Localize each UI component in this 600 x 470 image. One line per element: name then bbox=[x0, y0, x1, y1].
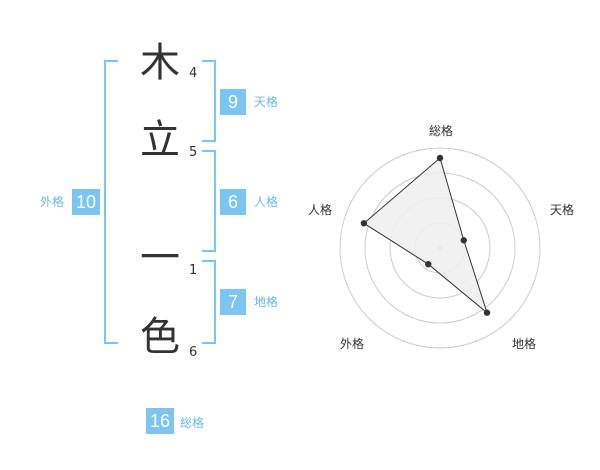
name-char-4: 色 bbox=[140, 314, 180, 360]
radar-point-5 bbox=[360, 220, 368, 227]
jinkaku-label: 人格 bbox=[254, 195, 279, 209]
radar-label-gaikaku: 外格 bbox=[339, 337, 364, 351]
tenkaku-bracket bbox=[202, 60, 216, 142]
chikaku-value: 7 bbox=[220, 289, 246, 315]
radar-area bbox=[363, 157, 489, 315]
soukaku-label: 総格 bbox=[180, 416, 205, 430]
name-char-1: 木 bbox=[140, 40, 180, 86]
stroke-count-4: 6 bbox=[189, 345, 198, 360]
radar-point-3 bbox=[483, 309, 491, 316]
radar-label-jinkaku: 人格 bbox=[307, 203, 332, 217]
stroke-count-2: 5 bbox=[189, 145, 198, 160]
tenkaku-label: 天格 bbox=[254, 95, 279, 109]
gaikaku-label: 外格 bbox=[40, 195, 65, 209]
chikaku-label: 地格 bbox=[254, 295, 279, 309]
chikaku-bracket bbox=[202, 260, 216, 344]
radar-label-soukaku: 総格 bbox=[428, 124, 453, 138]
radar-chart bbox=[339, 147, 541, 349]
gaikaku-bracket bbox=[104, 60, 118, 344]
stroke-count-3: 1 bbox=[189, 263, 198, 278]
jinkaku-bracket bbox=[202, 150, 216, 252]
radar-point-4 bbox=[425, 260, 432, 268]
radar-point-1 bbox=[436, 154, 444, 162]
gaikaku-value: 10 bbox=[72, 189, 101, 215]
jinkaku-value: 6 bbox=[220, 189, 246, 215]
radar-point-2 bbox=[460, 237, 467, 244]
stroke-count-1: 4 bbox=[189, 66, 198, 81]
radar-ring bbox=[339, 147, 541, 349]
name-char-2: 立 bbox=[140, 117, 180, 163]
radar-label-tenkaku: 天格 bbox=[549, 203, 574, 217]
soukaku-value: 16 bbox=[146, 408, 175, 434]
name-char-3: 一 bbox=[140, 235, 180, 281]
tenkaku-value: 9 bbox=[220, 89, 246, 115]
radar-points bbox=[360, 154, 491, 316]
radar-label-chikaku: 地格 bbox=[511, 337, 536, 351]
